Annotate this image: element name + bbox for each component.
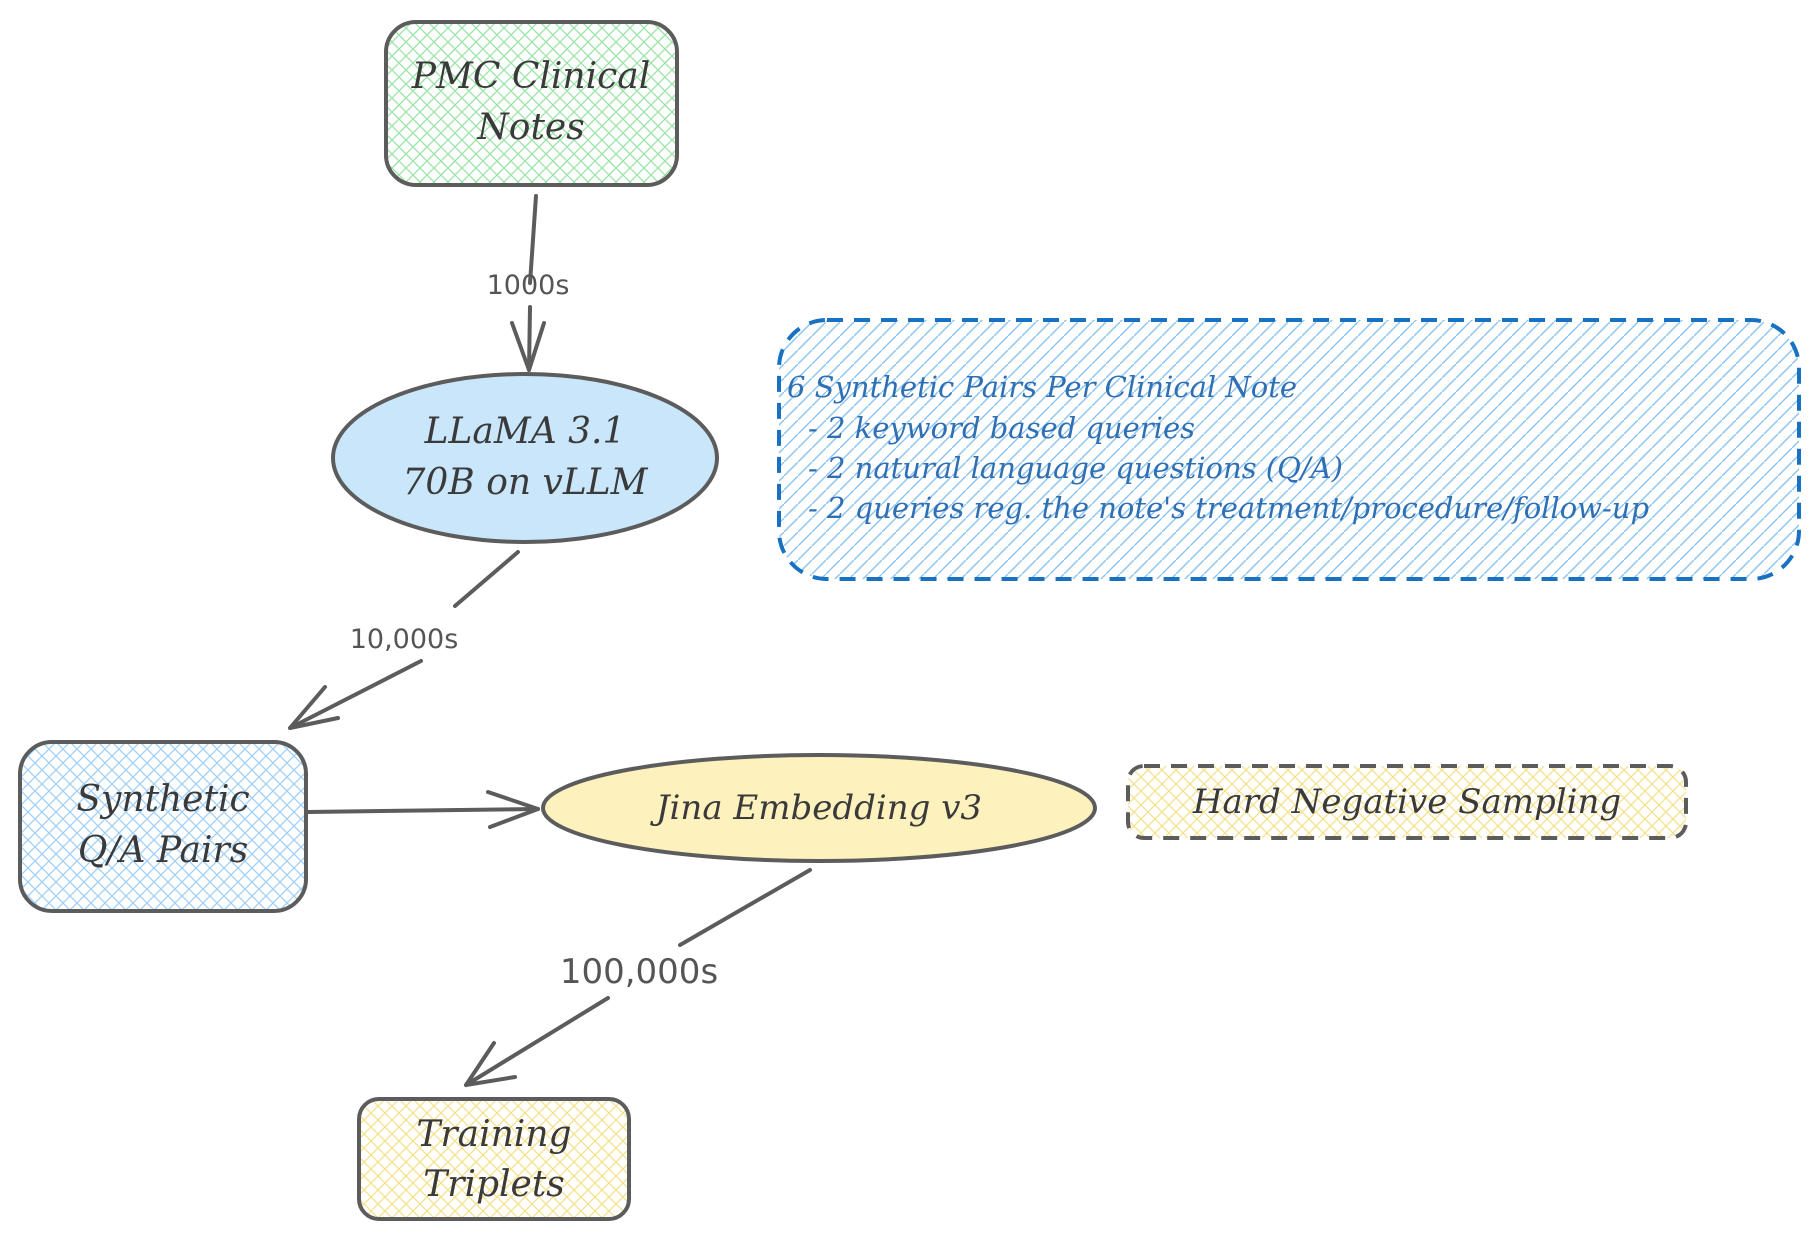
edge-embedding-to-triplets: 100,000s [464, 868, 812, 1087]
note-item-3: - 2 queries reg. the note's treatment/pr… [808, 491, 1649, 525]
edge-pairs-to-embedding [306, 790, 540, 829]
node-triplets-line2: Triplets [423, 1164, 565, 1205]
node-training-triplets: Training Triplets [357, 1097, 631, 1221]
node-pairs-line1: Synthetic [76, 779, 249, 820]
node-pmc-line1: PMC Clinical [411, 56, 650, 97]
node-sampling-label: Hard Negative Sampling [1192, 782, 1621, 822]
note-synthetic-pairs: 6 Synthetic Pairs Per Clinical Note - 2 … [777, 318, 1801, 581]
edge-notes-to-llm: 1000s [487, 194, 570, 372]
node-jina-label: Jina Embedding v3 [650, 788, 982, 828]
node-triplets-line1: Training [416, 1114, 571, 1155]
node-llama-line1: LLaMA 3.1 [424, 411, 626, 452]
note-item-2: - 2 natural language questions (Q/A) [808, 451, 1343, 485]
node-llama-line2: 70B on vLLM [402, 462, 648, 503]
node-pmc-clinical-notes: PMC Clinical Notes [384, 20, 679, 187]
edge-label-1000s: 1000s [487, 270, 570, 301]
node-pmc-line2: Notes [476, 107, 584, 148]
edge-llm-to-pairs: 10,000s [288, 550, 520, 730]
node-llama: LLaMA 3.1 70B on vLLM [331, 372, 719, 544]
edge-label-10000s: 10,000s [350, 624, 459, 655]
note-item-1: - 2 keyword based queries [808, 411, 1195, 445]
node-pairs-line2: Q/A Pairs [78, 830, 248, 871]
node-jina-embedding: Jina Embedding v3 [541, 753, 1097, 863]
edge-label-100000s: 100,000s [560, 952, 718, 992]
note-title: 6 Synthetic Pairs Per Clinical Note [787, 370, 1297, 404]
node-synthetic-qa-pairs: Synthetic Q/A Pairs [18, 740, 308, 913]
node-hard-negative-sampling: Hard Negative Sampling [1126, 764, 1688, 840]
